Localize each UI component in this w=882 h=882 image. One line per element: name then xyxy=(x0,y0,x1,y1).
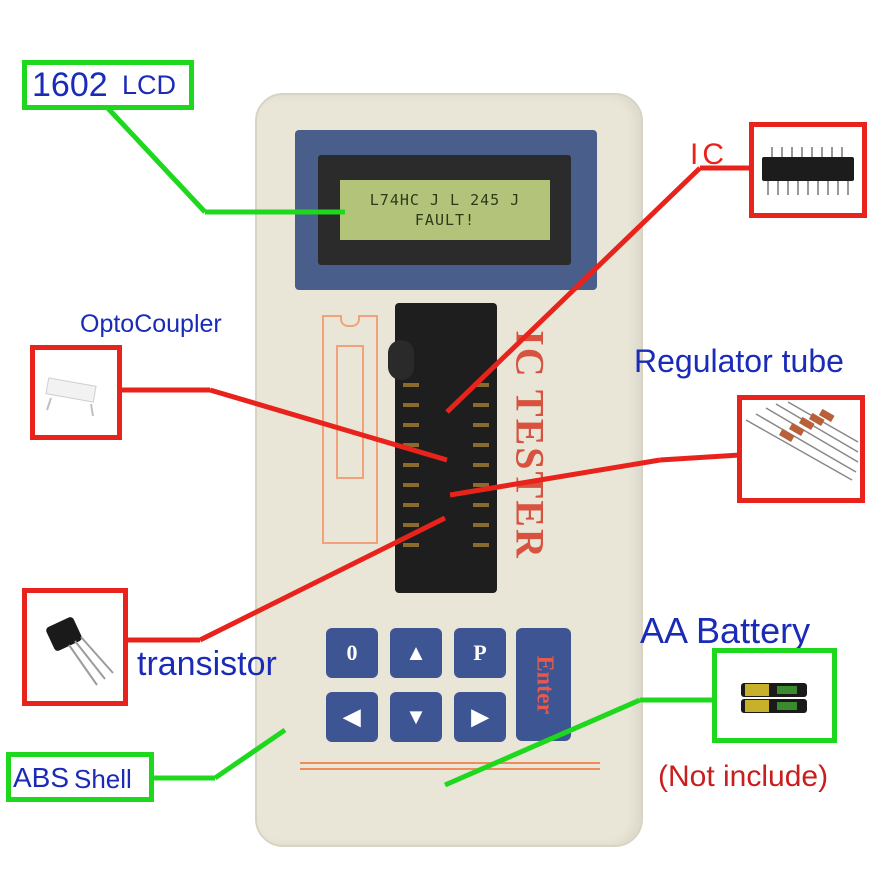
key-up[interactable]: ▲ xyxy=(390,628,442,678)
battery-label: AA Battery xyxy=(640,610,811,651)
socket-pin xyxy=(403,483,419,487)
socket-pin xyxy=(403,463,419,467)
optocoupler-icon xyxy=(45,377,97,417)
chip-inner xyxy=(336,345,364,479)
enter-key[interactable]: Enter xyxy=(516,628,571,741)
lcd-word-label: LCD xyxy=(122,70,177,100)
abs-shell-callout xyxy=(6,752,154,802)
socket-pin xyxy=(473,543,489,547)
chip-notch xyxy=(340,315,360,327)
transistor-icon xyxy=(46,617,114,686)
ic-label: IC xyxy=(690,138,728,171)
key-down[interactable]: ▼ xyxy=(390,692,442,742)
regulator-callout xyxy=(737,395,865,503)
abs-label: ABS xyxy=(13,762,70,793)
transistor-label: transistor xyxy=(137,645,277,683)
socket-pin xyxy=(403,523,419,527)
socket-pin xyxy=(473,443,489,447)
key-zero[interactable]: 0 xyxy=(326,628,378,678)
battery-callout xyxy=(712,648,837,743)
socket-pin xyxy=(473,503,489,507)
chip-outline-graphic xyxy=(322,315,378,544)
key-right[interactable]: ▶ xyxy=(454,692,506,742)
diode-icon xyxy=(745,401,859,481)
socket-pin xyxy=(473,423,489,427)
ic-chip-icon xyxy=(762,147,854,195)
socket-pin xyxy=(403,443,419,447)
shell-label: Shell xyxy=(74,764,132,794)
regulator-label: Regulator tube xyxy=(634,343,844,379)
transistor-callout xyxy=(22,588,128,706)
zif-socket[interactable] xyxy=(395,303,497,593)
socket-pin xyxy=(403,503,419,507)
key-left[interactable]: ◀ xyxy=(326,692,378,742)
socket-pin xyxy=(473,483,489,487)
lcd-callout xyxy=(22,60,194,110)
lcd-line-1: L74HC J L 245 J xyxy=(369,191,521,209)
socket-pin xyxy=(403,543,419,547)
optocoupler-label: OptoCoupler xyxy=(80,310,222,338)
not-include-label: (Not include) xyxy=(658,760,829,793)
optocoupler-callout xyxy=(30,345,122,440)
key-p[interactable]: P xyxy=(454,628,506,678)
socket-pin xyxy=(403,383,419,387)
ic-callout xyxy=(749,122,867,218)
lcd-screen: L74HC J L 245 J FAULT! xyxy=(340,180,550,240)
decor-line xyxy=(300,762,600,764)
socket-pin xyxy=(473,463,489,467)
socket-pin xyxy=(403,423,419,427)
socket-pin xyxy=(473,523,489,527)
socket-pin xyxy=(403,403,419,407)
lcd-number-label: 1602 xyxy=(32,66,108,104)
lcd-line-2: FAULT! xyxy=(414,211,476,229)
socket-lever[interactable] xyxy=(388,340,414,380)
decor-line xyxy=(300,768,600,770)
battery-icon xyxy=(741,683,807,713)
socket-pin xyxy=(473,383,489,387)
socket-pin xyxy=(473,403,489,407)
